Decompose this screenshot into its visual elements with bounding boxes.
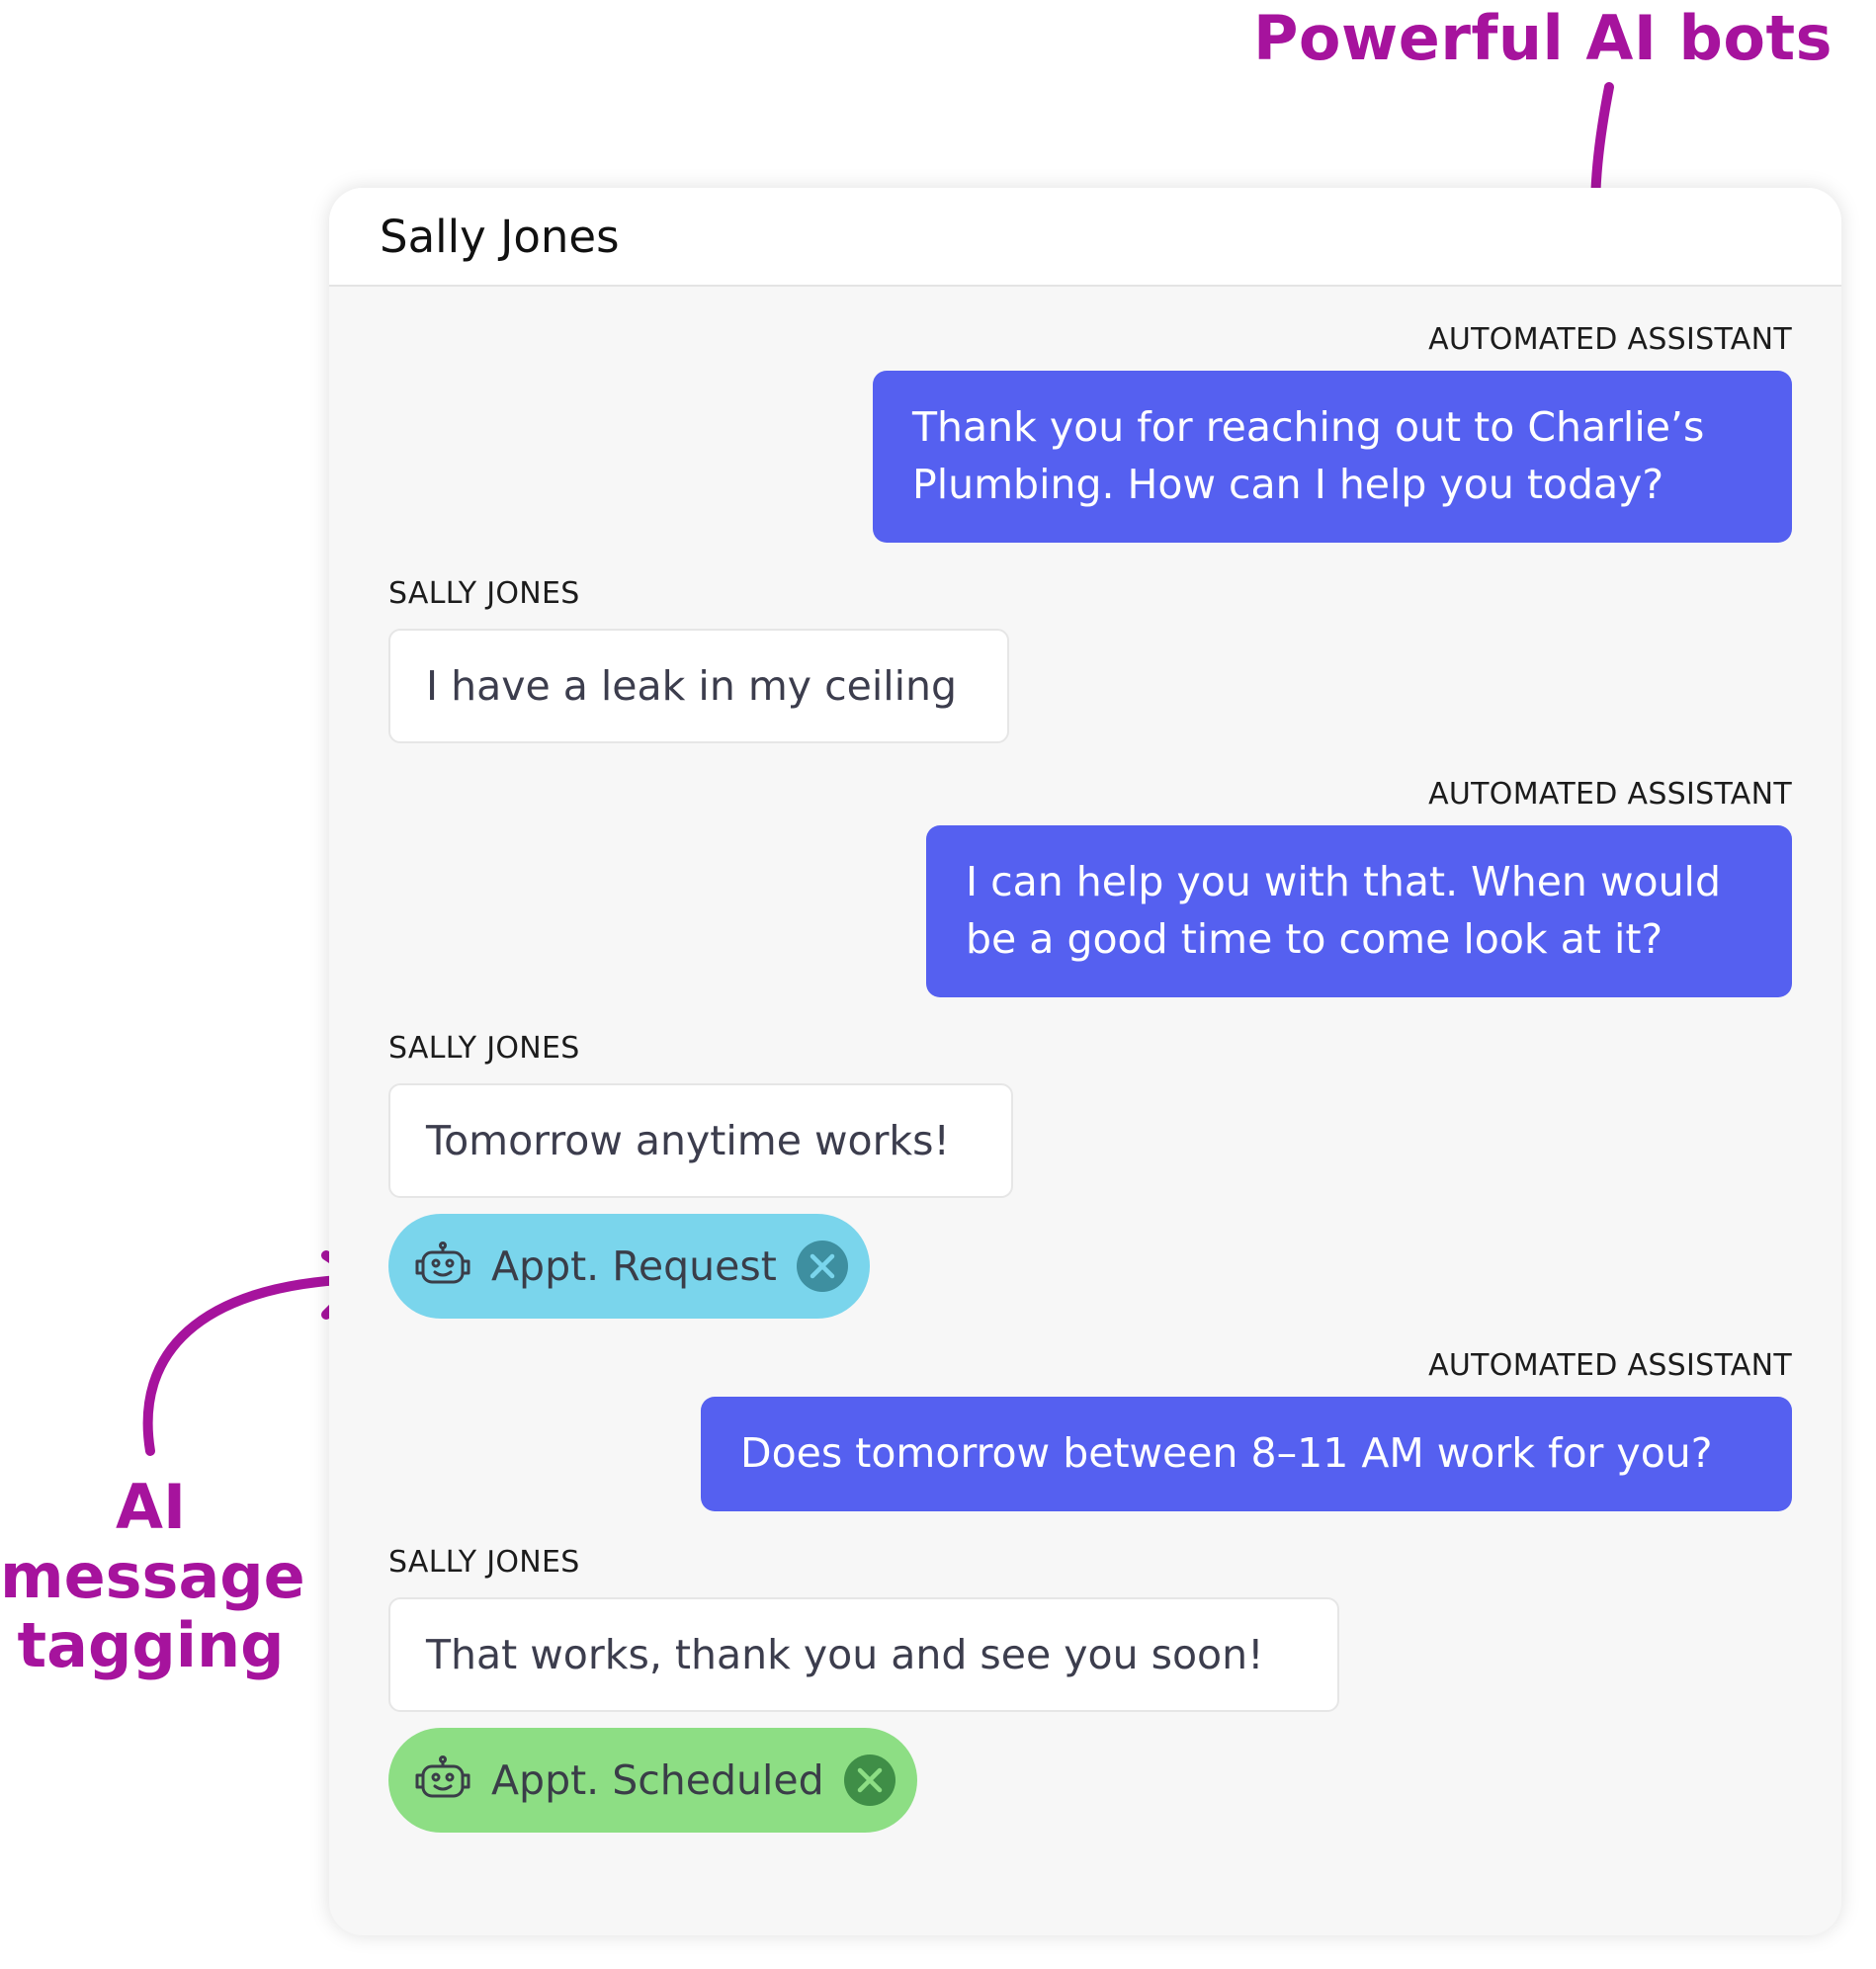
remove-tag-icon[interactable] <box>796 1241 848 1292</box>
robot-icon <box>415 1241 470 1284</box>
assistant-message-bubble: Thank you for reaching out to Charlie’s … <box>873 371 1792 543</box>
tag-row: Appt. Request <box>388 1214 1792 1319</box>
contact-name: Sally Jones <box>380 210 620 263</box>
annotation-line: message <box>0 1540 305 1612</box>
customer-message-bubble: I have a leak in my ceiling <box>388 629 1009 743</box>
message-row: Does tomorrow between 8–11 AM work for y… <box>388 1397 1792 1511</box>
annotation-ai-message-tagging: AI message tagging <box>0 1471 305 1681</box>
assistant-message-bubble: I can help you with that. When would be … <box>926 825 1792 997</box>
annotation-line: AI <box>115 1471 187 1543</box>
tag-row: Appt. Scheduled <box>388 1728 1792 1833</box>
tag-label: Appt. Request <box>491 1242 777 1290</box>
sender-label: AUTOMATED ASSISTANT <box>1428 777 1792 812</box>
message-row: That works, thank you and see you soon! <box>388 1597 1792 1712</box>
customer-message-bubble: That works, thank you and see you soon! <box>388 1597 1339 1712</box>
message-row: I have a leak in my ceiling <box>388 629 1792 743</box>
remove-tag-icon[interactable] <box>843 1755 895 1806</box>
conversation-header: Sally Jones <box>329 188 1841 287</box>
tag-appt-request[interactable]: Appt. Request <box>388 1214 870 1319</box>
tag-label: Appt. Scheduled <box>491 1756 824 1804</box>
annotation-powerful-ai-bots: Powerful AI bots <box>1252 2 1833 74</box>
customer-message-bubble: Tomorrow anytime works! <box>388 1083 1013 1198</box>
annotation-line: tagging <box>17 1609 285 1681</box>
robot-icon <box>415 1755 470 1798</box>
message-list[interactable]: AUTOMATED ASSISTANT Thank you for reachi… <box>329 287 1841 1833</box>
message-row: Thank you for reaching out to Charlie’s … <box>388 371 1792 543</box>
sender-label: SALLY JONES <box>388 1031 580 1066</box>
sender-label: AUTOMATED ASSISTANT <box>1428 1348 1792 1383</box>
message-row: I can help you with that. When would be … <box>388 825 1792 997</box>
sender-label: SALLY JONES <box>388 1545 580 1580</box>
sender-label: AUTOMATED ASSISTANT <box>1428 322 1792 357</box>
sender-label: SALLY JONES <box>388 576 580 611</box>
conversation-panel: Sally Jones AUTOMATED ASSISTANT Thank yo… <box>329 188 1841 1935</box>
assistant-message-bubble: Does tomorrow between 8–11 AM work for y… <box>701 1397 1792 1511</box>
message-row: Tomorrow anytime works! <box>388 1083 1792 1198</box>
tag-appt-scheduled[interactable]: Appt. Scheduled <box>388 1728 917 1833</box>
